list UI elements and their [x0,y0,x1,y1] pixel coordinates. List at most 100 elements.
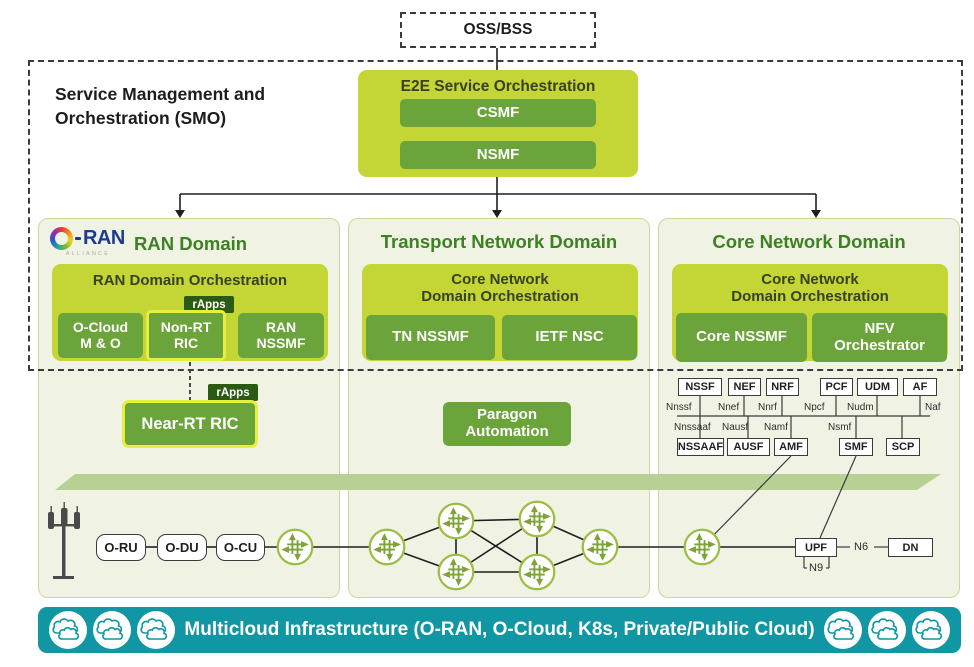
ran-nssmf-line1: RAN [265,318,297,335]
multicloud-label: Multicloud Infrastructure (O-RAN, O-Clou… [184,619,815,640]
oran-logo-alliance: ALLIANCE [65,251,111,257]
transport-orch-title-line2: Domain Orchestration [421,288,579,306]
rapps-label: rApps [192,298,226,311]
core-domain-title: Core Network Domain [658,231,960,253]
smo-title: Service Management and Orchestration (SM… [55,83,265,130]
nonrt-line2: RIC [173,334,199,351]
dn-label: DN [902,541,919,554]
ausf-label: AUSF [733,441,764,453]
nfv-line1: NFV [864,319,895,337]
core-domain-title-text: Core Network Domain [712,231,906,252]
csmf-box: CSMF [400,99,596,127]
ran-orchestration-title: RAN Domain Orchestration [92,272,288,289]
if-nausf: Nausf [722,422,749,433]
nf-af: AF [903,378,937,396]
scp-label: SCP [891,441,915,453]
o-ru-box: O-RU [96,534,146,561]
dn-box: DN [888,538,933,557]
cloud-icons-right [823,610,951,650]
if-nnssaaf: Nnssaaf [674,422,711,433]
nf-smf: SMF [839,438,873,456]
core-nssmf-label: Core NSSMF [696,328,787,346]
if-namf: Namf [764,422,788,433]
cloud-icon [867,610,907,650]
nf-nef: NEF [728,378,761,396]
csmf-label: CSMF [476,103,520,121]
smf-label: SMF [844,441,868,453]
oran-logo: RAN ALLIANCE [50,227,126,257]
if-nnrf: Nnrf [758,402,777,413]
transport-orch-title-line1: Core Network [451,271,549,288]
o-cu-box: O-CU [216,534,265,561]
nf-nrf: NRF [766,378,799,396]
nf-amf: AMF [774,438,808,456]
transport-domain-title-text: Transport Network Domain [380,231,618,252]
if-nudm: Nudm [847,402,874,413]
nf-udm: UDM [857,378,898,396]
if-nnef: Nnef [718,402,740,413]
paragon-line1: Paragon [476,406,537,424]
rapps-label: rApps [216,386,250,399]
ran-domain-title: RAN Domain [134,233,248,254]
if-npcf: Npcf [804,402,825,413]
pcf-label: PCF [825,381,848,393]
non-rt-ric-box: Non-RT RIC [146,310,226,361]
nfv-line2: Orchestrator [834,336,925,354]
if-nsmf: Nsmf [828,422,852,433]
nsmf-label: NSMF [476,145,520,163]
if-nnssf: Nnssf [666,402,692,413]
nssaaf-label: NSSAAF [677,441,724,453]
near-rt-ric-box: Near-RT RIC [122,400,258,448]
nonrt-line1: Non-RT [160,318,212,335]
core-orch-title-line2: Domain Orchestration [731,288,889,306]
ietf-nsc-box: IETF NSC [502,315,637,360]
oss-bss-box: OSS/BSS [400,12,596,48]
nf-nssaaf: NSSAAF [677,438,724,456]
tn-nssmf-box: TN NSSMF [366,315,495,360]
transport-domain-title: Transport Network Domain [348,231,650,253]
n6-label: N6 [854,541,869,553]
nfv-orchestrator-box: NFV Orchestrator [812,313,947,362]
if-naf: Naf [925,402,941,413]
udm-label: UDM [864,381,891,393]
e2e-title: E2E Service Orchestration [400,78,596,95]
nssf-label: NSSF [685,381,715,393]
o-cu-label: O-CU [223,540,258,555]
paragon-automation-box: Paragon Automation [443,402,571,446]
o-du-box: O-DU [157,534,207,561]
o-ru-label: O-RU [104,540,138,555]
rapps-tag-nonrt: rApps [184,296,234,313]
amf-label: AMF [779,441,803,453]
core-nssmf-box: Core NSSMF [676,313,807,362]
ocloud-line2: M & O [80,334,121,351]
paragon-line2: Automation [465,423,549,440]
ocloud-mo-box: O-Cloud M & O [58,313,143,358]
nrf-label: NRF [771,381,794,393]
near-rt-ric-label: Near-RT RIC [141,414,239,433]
smo-title-line1: Service Management and [55,84,266,104]
nf-nssf: NSSF [678,378,722,396]
core-orch-title-line1: Core Network [761,271,859,288]
nsmf-box: NSMF [400,141,596,169]
cloud-icon [911,610,951,650]
cloud-icon [823,610,863,650]
oran-logo-ring-icon [50,227,73,250]
ran-nssmf-box: RAN NSSMF [238,313,324,358]
nf-ausf: AUSF [727,438,770,456]
af-label: AF [912,381,928,393]
oran-logo-dash [75,236,81,241]
nf-scp: SCP [886,438,920,456]
nf-pcf: PCF [820,378,853,396]
tn-nssmf-label: TN NSSMF [392,328,469,346]
upf-box: UPF [795,538,837,557]
smo-title-line2: Orchestration (SMO) [55,107,227,128]
oss-bss-label: OSS/BSS [463,21,533,38]
rapps-tag-nearrt: rApps [208,384,258,401]
n9-label: N9 [809,562,824,574]
upf-label: UPF [805,541,827,554]
o-du-label: O-DU [165,540,199,555]
cloud-icon [92,610,132,650]
ran-nssmf-line2: NSSMF [256,334,306,351]
cloud-icons-left [48,610,176,650]
